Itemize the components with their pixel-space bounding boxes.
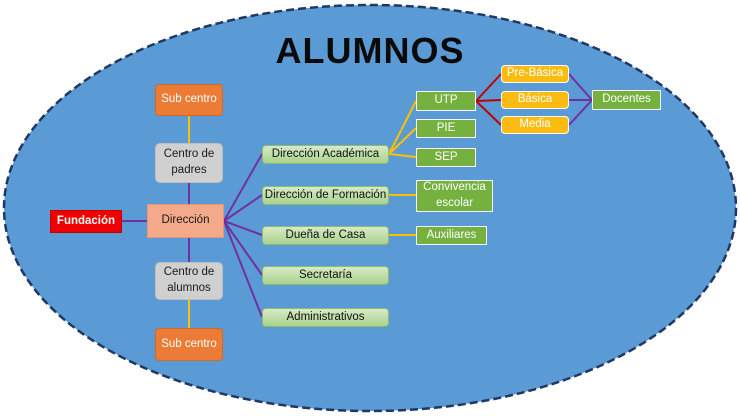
utp-box: UTP: [416, 91, 476, 111]
sub-centro-top-box: Sub centro: [155, 84, 223, 116]
administrativos-box: Administrativos: [262, 308, 389, 327]
connector-direccion-formacion: [223, 194, 263, 222]
direccion-formacion-box: Dirección de Formación: [262, 186, 389, 205]
pie-box: PIE: [416, 119, 476, 138]
connector-media-docentes: [568, 99, 593, 126]
basica-box: Básica: [501, 91, 569, 109]
fundacion-box: Fundación: [50, 210, 122, 233]
connector-academica-utp: [388, 100, 417, 155]
connector-academica-pie: [388, 127, 417, 155]
connector-direccion-secretaria: [223, 220, 263, 276]
duena-casa-box: Dueña de Casa: [262, 226, 389, 245]
auxiliares-box: Auxiliares: [416, 226, 487, 245]
secretaria-box: Secretaría: [262, 266, 389, 285]
connector-direccion-academica: [223, 153, 263, 222]
diagram-title: ALUMNOS: [275, 30, 465, 71]
direccion-box: Dirección: [147, 204, 224, 238]
connector-academica-sep: [388, 153, 417, 158]
sep-box: SEP: [416, 148, 476, 167]
centro-padres-box: Centro de padres: [155, 143, 223, 183]
media-box: Media: [501, 116, 569, 134]
connector-utp-basica: [475, 99, 502, 102]
direccion-academica-box: Dirección Académica: [262, 145, 389, 164]
connector-direccion-administrativos: [223, 220, 263, 318]
connector-direccion-duena: [223, 220, 263, 236]
convivencia-escolar-box: Convivencia escolar: [416, 180, 493, 212]
connector-utp-media: [475, 100, 502, 126]
connector-prebasica-docentes: [568, 73, 593, 101]
centro-alumnos-box: Centro de alumnos: [155, 262, 223, 300]
pre-basica-box: Pre-Básica: [501, 65, 569, 83]
connector-utp-prebasica: [475, 73, 502, 102]
docentes-box: Docentes: [592, 90, 661, 110]
sub-centro-bottom-box: Sub centro: [155, 328, 223, 361]
